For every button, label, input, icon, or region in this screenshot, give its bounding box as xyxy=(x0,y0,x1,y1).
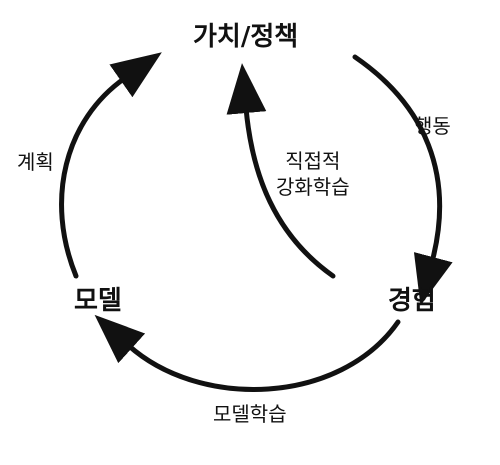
edge-label-action: 행동 xyxy=(414,114,451,138)
model-learning-arrow xyxy=(94,314,401,392)
edge-label-direct-rl-line2: 강화학습 xyxy=(276,175,350,199)
node-value-policy: 가치/정책 xyxy=(193,22,299,52)
edge-label-direct-rl-line1: 직접적 xyxy=(285,149,341,173)
node-experience: 경험 xyxy=(388,286,436,316)
edge-label-planning: 계획 xyxy=(17,150,54,174)
node-model: 모델 xyxy=(74,286,122,316)
action-arrow xyxy=(352,54,453,306)
planning-arrow xyxy=(59,52,162,279)
edge-label-direct-rl: 직접적 강화학습 xyxy=(276,148,350,200)
direct-rl-arrow xyxy=(226,63,336,279)
edge-label-model-learning: 모델학습 xyxy=(213,402,287,426)
